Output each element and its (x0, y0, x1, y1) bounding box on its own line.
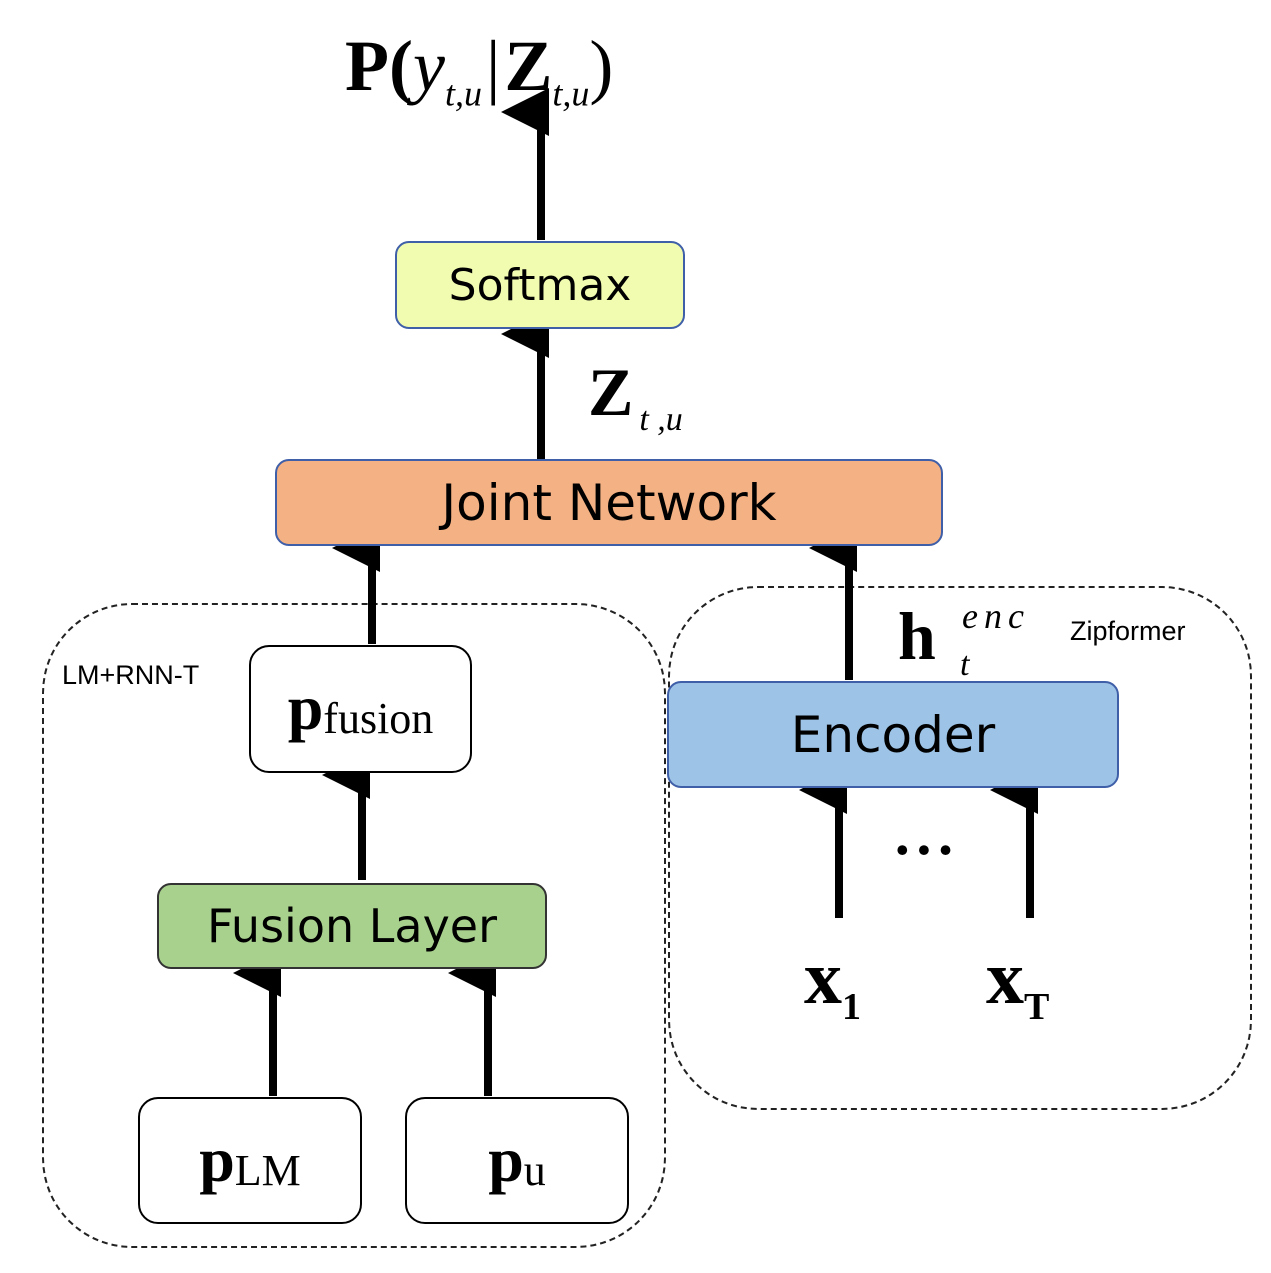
h-enc-sup: enc (962, 596, 1030, 636)
xT-label: xT (986, 940, 1049, 1026)
output-bar: | (485, 26, 501, 106)
p-fusion-sub: fusion (323, 694, 434, 744)
x1-sub: 1 (842, 986, 861, 1029)
x1-label: x1 (804, 940, 861, 1026)
z-label-z: Z (588, 354, 634, 430)
p-fusion-box: pfusion (249, 645, 472, 773)
xT-sub: T (1024, 986, 1050, 1029)
output-y: y (412, 26, 445, 106)
p-u-sub: u (523, 1146, 546, 1196)
p-lm-sub: LM (234, 1146, 301, 1196)
output-p: P( (345, 26, 413, 106)
lm-rnnt-group (42, 603, 666, 1248)
x1-x: x (804, 936, 842, 1020)
fusion-layer-label: Fusion Layer (206, 899, 497, 953)
p-u-math: pu (488, 1127, 546, 1196)
zipformer-caption: Zipformer (1070, 616, 1186, 646)
output-probability: P(yt,u|Zt,u) (345, 30, 613, 111)
p-lm-box: pLM (138, 1097, 362, 1224)
p-u-box: pu (405, 1097, 629, 1224)
p-lm-p: p (199, 1123, 235, 1195)
output-y-sub: t,u (444, 73, 482, 114)
p-fusion-p: p (287, 672, 324, 744)
p-u-p: p (488, 1123, 524, 1195)
lm-rnnt-caption: LM+RNN-T (62, 660, 200, 690)
output-z: Z (504, 26, 553, 106)
output-z-sub: t,u (552, 73, 590, 114)
fusion-layer-box: Fusion Layer (157, 883, 547, 969)
joint-network-label: Joint Network (441, 473, 777, 532)
h-enc-sub: t (960, 646, 970, 683)
z-label-sub: t ,u (639, 400, 683, 438)
ellipsis: • • • (896, 830, 952, 870)
p-fusion-math: pfusion (288, 676, 434, 741)
softmax-label: Softmax (448, 259, 632, 311)
encoder-box: Encoder (667, 681, 1119, 788)
softmax-box: Softmax (395, 241, 685, 329)
p-lm-math: pLM (199, 1127, 301, 1196)
encoder-label: Encoder (790, 705, 996, 764)
zipformer-group (668, 586, 1252, 1110)
joint-network-box: Joint Network (275, 459, 943, 546)
output-close: ) (589, 26, 614, 106)
h-enc-label: h (898, 602, 936, 670)
xT-x: x (986, 936, 1024, 1020)
h-label-h: h (898, 598, 936, 674)
